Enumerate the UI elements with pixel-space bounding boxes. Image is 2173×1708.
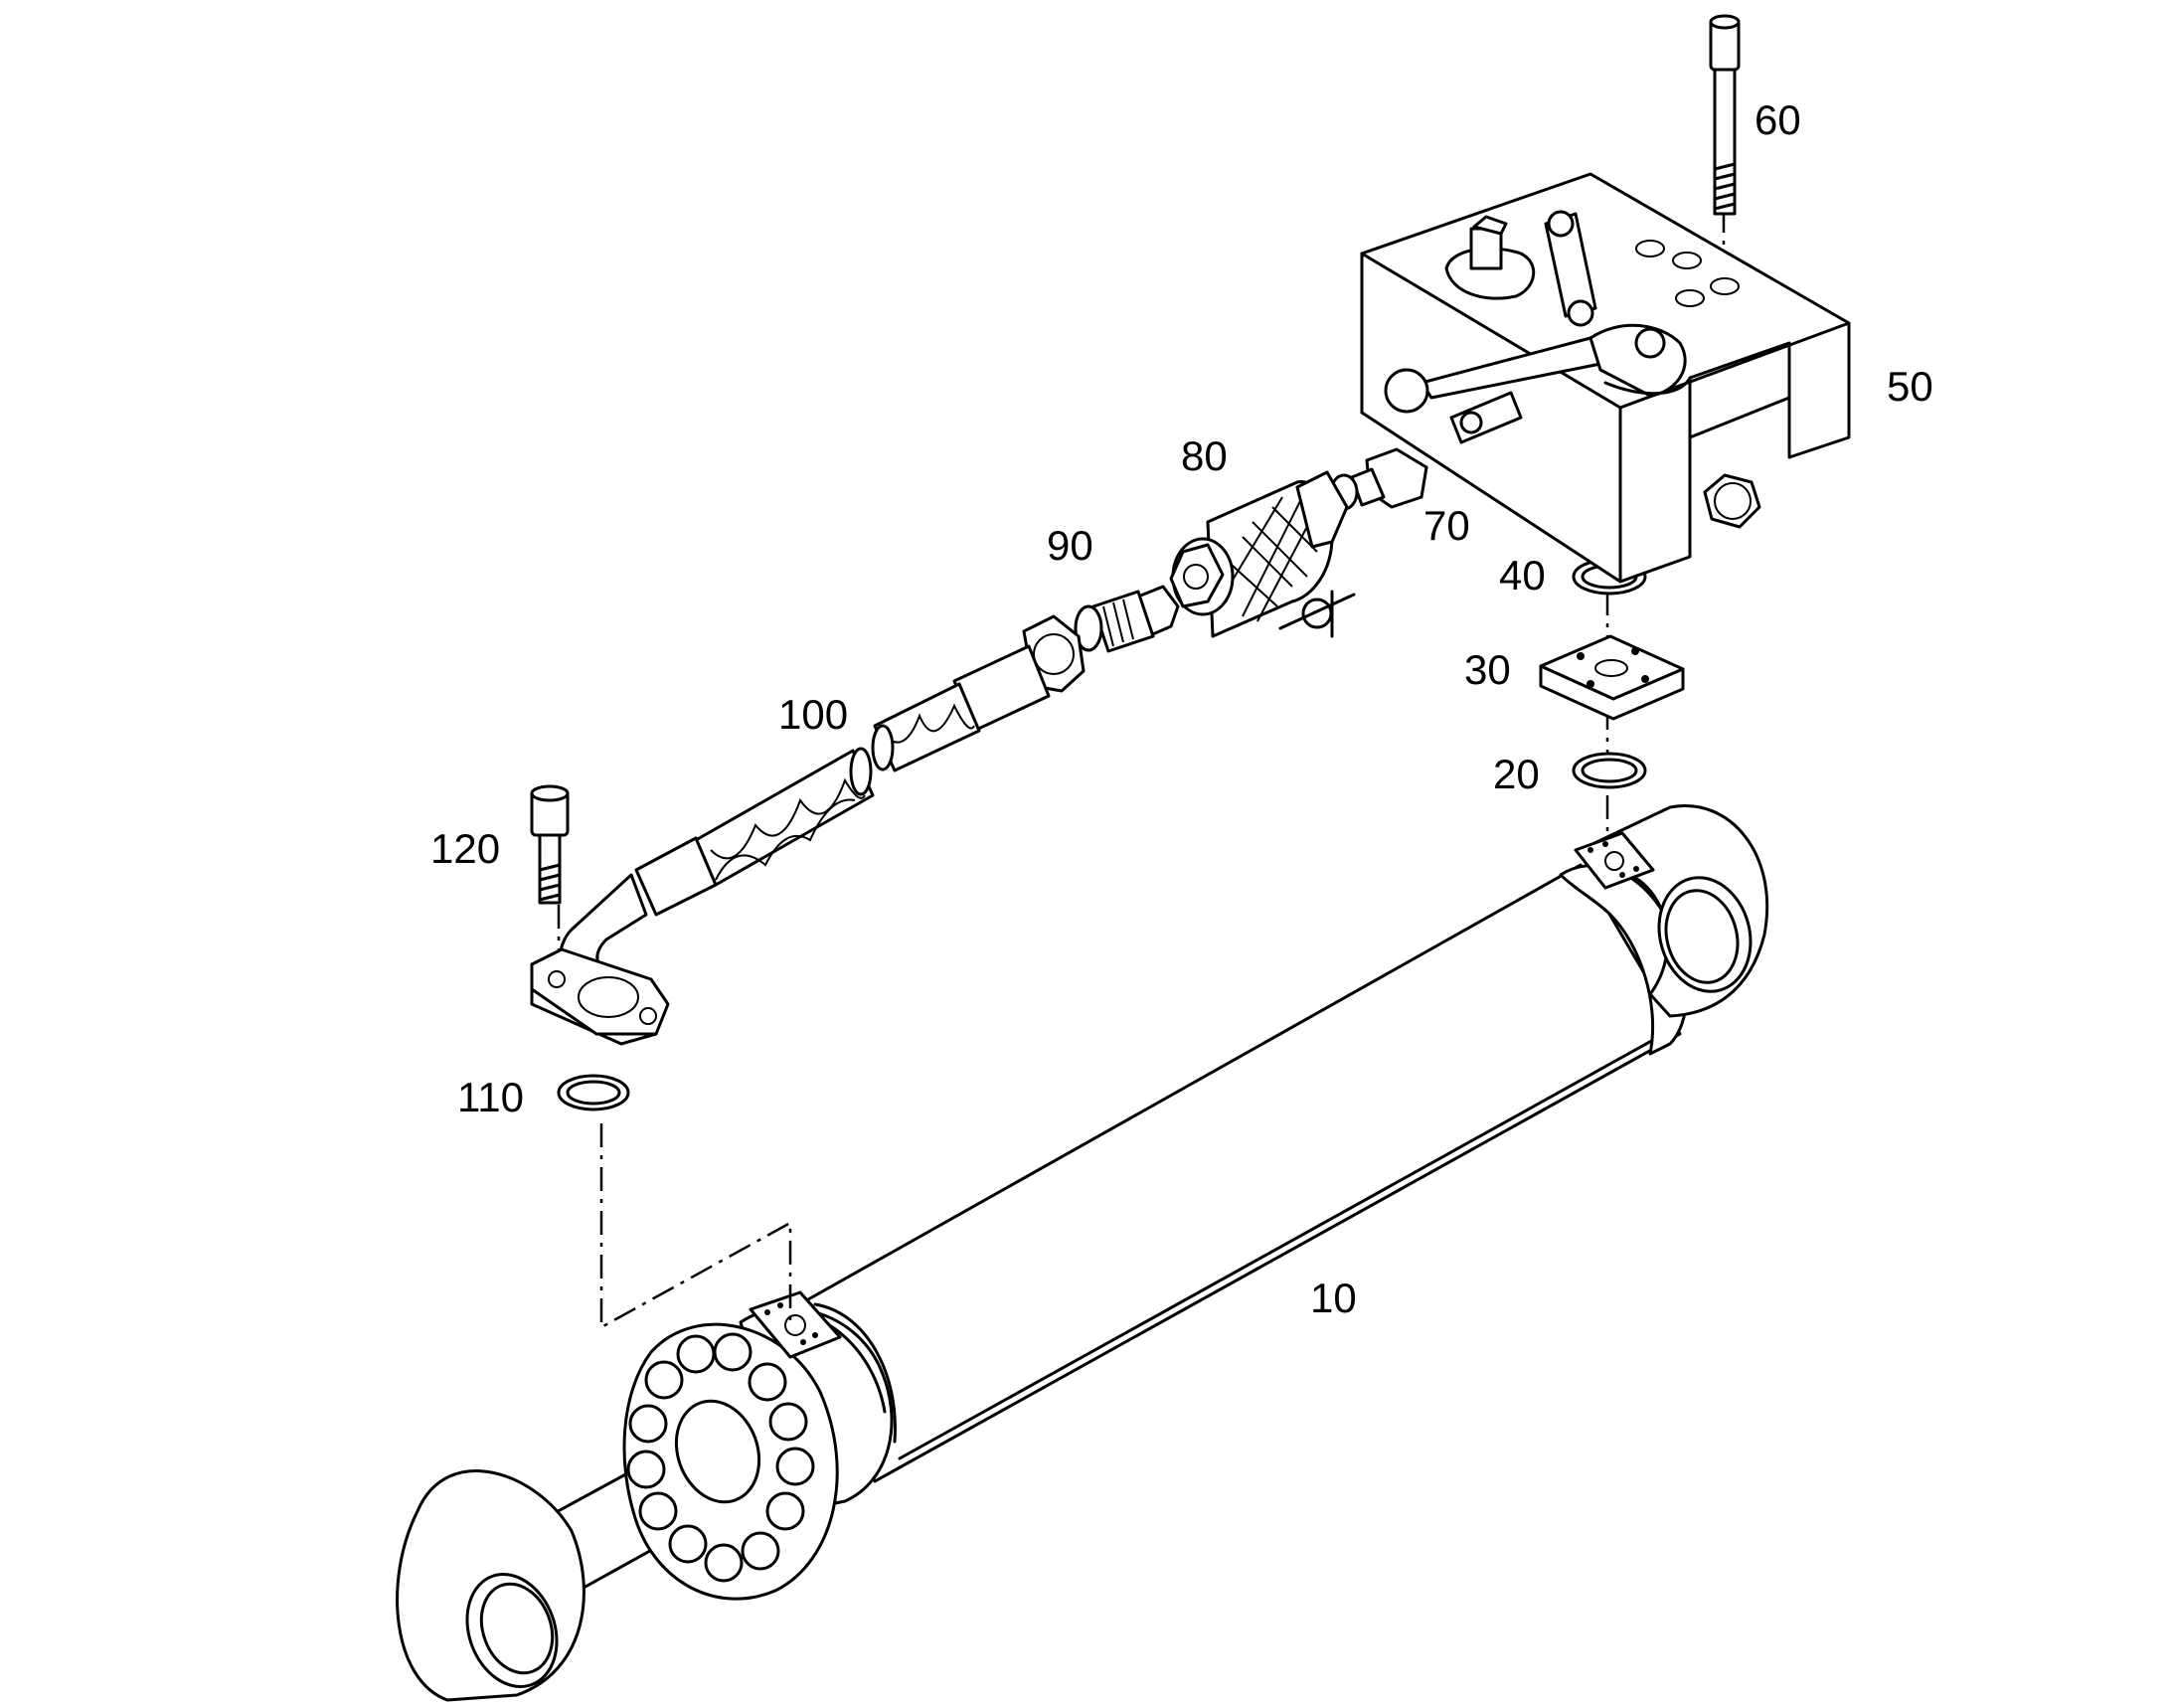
- callout-120: 120: [430, 825, 500, 872]
- hose-100: [530, 614, 1086, 1046]
- hydraulic-cylinder: [396, 804, 1769, 1702]
- union-fitting-90: [1074, 585, 1180, 653]
- bolt-flange: [622, 1322, 839, 1601]
- check-valve-80: [1169, 470, 1349, 638]
- callout-90: 90: [1047, 522, 1093, 569]
- callout-30: 30: [1464, 646, 1511, 693]
- callout-labels: 10 20 30 40 50 60 70 80 90 100 110 120: [430, 96, 1933, 1321]
- callout-110: 110: [457, 1074, 524, 1120]
- callout-70: 70: [1423, 502, 1470, 549]
- rod-eye: [396, 1469, 585, 1702]
- callout-100: 100: [778, 691, 848, 738]
- callout-60: 60: [1755, 96, 1801, 143]
- check-valve-symbol: [1278, 590, 1356, 638]
- callout-10: 10: [1310, 1275, 1357, 1321]
- callout-40: 40: [1499, 552, 1546, 598]
- callout-20: 20: [1493, 751, 1540, 797]
- adapter-fitting-70: [1329, 447, 1428, 511]
- flange-screw-120: [530, 784, 570, 905]
- socket-screw-60: [1709, 14, 1741, 216]
- adapter-plate: [1539, 634, 1685, 721]
- flange-bolts: [626, 1332, 815, 1583]
- callout-80: 80: [1181, 432, 1228, 479]
- callout-50: 50: [1887, 363, 1933, 410]
- valve-block: [1360, 172, 1851, 584]
